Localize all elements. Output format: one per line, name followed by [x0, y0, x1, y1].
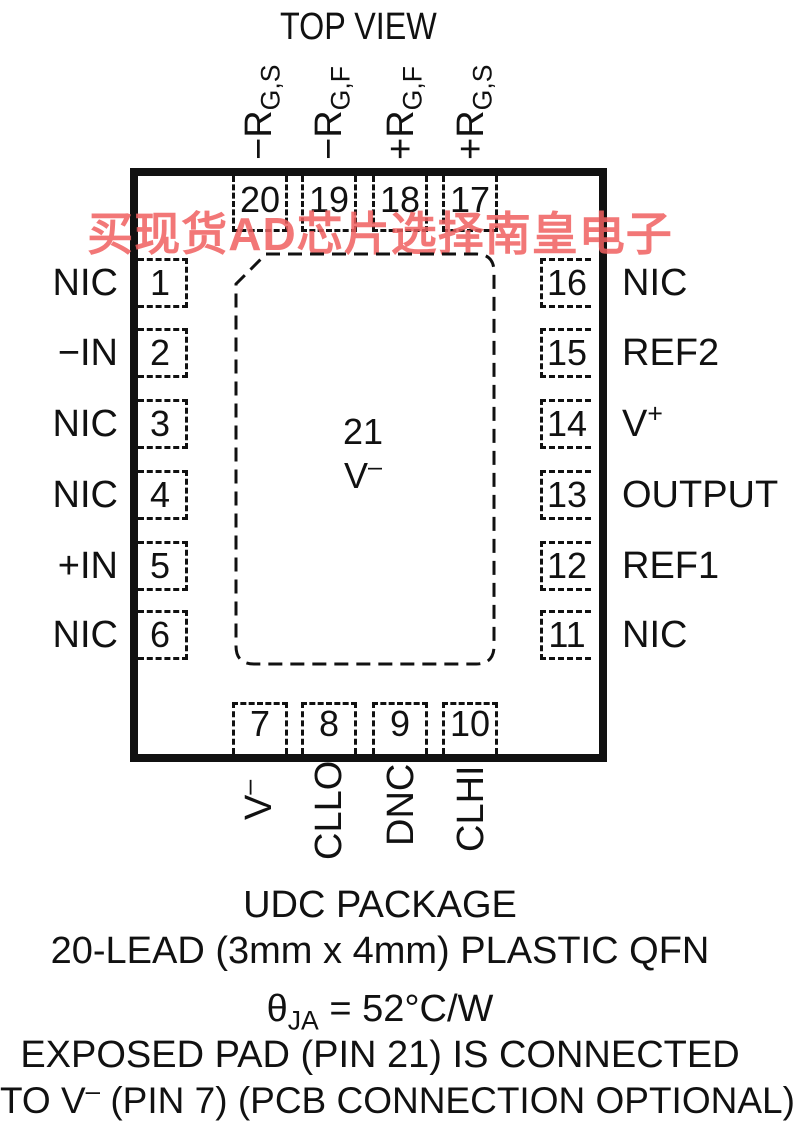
pin-number-18: 18	[379, 179, 421, 220]
top-label-base: R	[450, 110, 492, 138]
footer-exposed-pad-note: EXPOSED PAD (PIN 21) IS CONNECTED	[20, 1034, 740, 1076]
pin-label-15: REF2	[622, 332, 720, 374]
pin-number-4: 4	[149, 474, 171, 515]
pin-number-7: 7	[249, 703, 271, 744]
pin-pad-1	[138, 258, 188, 308]
theta-value: = 52°C/W	[318, 988, 494, 1030]
top-label-base: R	[308, 110, 350, 138]
exposed-pad	[234, 252, 496, 666]
footer-connection-b: (PIN 7) (PCB CONNECTION OPTIONAL)	[100, 1080, 795, 1121]
pin-pad-19	[301, 176, 357, 232]
top-pin-label-20: −RG,S	[238, 65, 286, 160]
pin-pad-11	[540, 610, 591, 660]
pin-pad-14	[540, 399, 591, 449]
pin-pad-20	[232, 176, 288, 232]
pin-label-7: V–	[233, 780, 280, 820]
footer-package-name: UDC PACKAGE	[243, 884, 517, 926]
pin-label-14-sup: +	[647, 398, 663, 429]
exposed-pad-label-sup: –	[368, 453, 383, 481]
top-pin-label-17: +RG,S	[450, 65, 498, 160]
top-label-sign: −	[308, 137, 350, 160]
pin-number-20: 20	[239, 179, 281, 220]
package-outline	[130, 168, 607, 762]
top-label-sign: −	[238, 137, 280, 160]
exposed-pad-label-base: V	[343, 455, 368, 496]
top-label-sub: G,S	[467, 64, 498, 111]
pin-label-7-sup: –	[233, 779, 264, 795]
pin-label-5: +IN	[57, 545, 118, 587]
pin-number-8: 8	[318, 703, 340, 744]
top-label-base: R	[238, 110, 280, 138]
pin-pad-2	[138, 328, 188, 378]
pin-pad-17	[442, 176, 498, 232]
pin-number-6: 6	[149, 614, 171, 655]
pin-label-9: DNC	[380, 763, 422, 846]
pin-label-11: NIC	[622, 614, 688, 656]
pin-pad-15	[540, 328, 591, 378]
exposed-pad-label: V–	[320, 454, 406, 496]
pin-label-12: REF1	[622, 545, 720, 587]
pin-pad-6	[138, 610, 188, 660]
top-label-sub: G,S	[255, 64, 286, 111]
pin-label-3: NIC	[52, 403, 118, 445]
pin-number-15: 15	[546, 332, 588, 373]
pin-number-12: 12	[546, 545, 588, 586]
pin-pad-18	[372, 176, 428, 232]
pin-number-1: 1	[149, 262, 171, 303]
pin-number-16: 16	[546, 262, 588, 303]
pin-pad-13	[540, 470, 591, 520]
pin-pad-8	[301, 702, 357, 754]
pin-pad-10	[442, 702, 498, 754]
pin-number-14: 14	[546, 403, 588, 444]
pin-number-17: 17	[449, 179, 491, 220]
footer-thermal-resistance: θJA = 52°C/W	[0, 988, 760, 1034]
footer-connection-a: TO V	[0, 1080, 86, 1121]
theta-subscript: JA	[287, 1005, 319, 1036]
pin-label-6: NIC	[52, 614, 118, 656]
top-pin-label-19: −RG,F	[308, 66, 356, 160]
pin-label-2: −IN	[57, 332, 118, 374]
pin-number-9: 9	[389, 703, 411, 744]
pin-label-4: NIC	[52, 474, 118, 516]
pin-label-16: NIC	[622, 262, 688, 304]
pin-pad-12	[540, 541, 591, 591]
pin-pad-16	[540, 258, 591, 308]
pin-number-19: 19	[308, 179, 350, 220]
diagram-title: TOP VIEW	[280, 6, 437, 48]
pin-pad-7	[232, 702, 288, 754]
pin-label-7-base: V	[238, 794, 280, 820]
pin-label-14-base: V	[622, 403, 648, 445]
footer-connection-sup: –	[85, 1077, 101, 1106]
pin-label-8: CLLO	[308, 760, 350, 860]
pin-pad-5	[138, 541, 188, 591]
pin-pad-9	[372, 702, 428, 754]
top-label-sub: G,F	[325, 66, 356, 111]
pin-label-1: NIC	[52, 262, 118, 304]
top-label-sub: G,F	[397, 66, 428, 111]
top-label-sign: +	[450, 137, 492, 160]
pin-number-5: 5	[149, 545, 171, 586]
pin-number-11: 11	[548, 614, 586, 655]
watermark: 买现货AD芯片选择南皇电子	[87, 208, 673, 260]
footer-connection-note: TO V– (PIN 7) (PCB CONNECTION OPTIONAL)	[0, 1079, 795, 1121]
exposed-pad-number: 21	[342, 411, 384, 452]
pin-number-10: 10	[449, 703, 491, 744]
pin-pad-3	[138, 399, 188, 449]
pin-pad-4	[138, 470, 188, 520]
theta-symbol: θ	[266, 988, 288, 1030]
pin-label-10: CLHI	[450, 765, 492, 852]
pin-label-13: OUTPUT	[622, 474, 779, 516]
top-pin-label-18: +RG,F	[380, 66, 428, 160]
pin-number-2: 2	[149, 332, 171, 373]
top-label-sign: +	[380, 137, 422, 160]
footer-package-description: 20-LEAD (3mm x 4mm) PLASTIC QFN	[50, 930, 710, 972]
pin-number-13: 13	[546, 474, 588, 515]
pin-number-3: 3	[149, 403, 171, 444]
top-label-base: R	[380, 110, 422, 138]
pin-label-14: V+	[622, 400, 663, 445]
